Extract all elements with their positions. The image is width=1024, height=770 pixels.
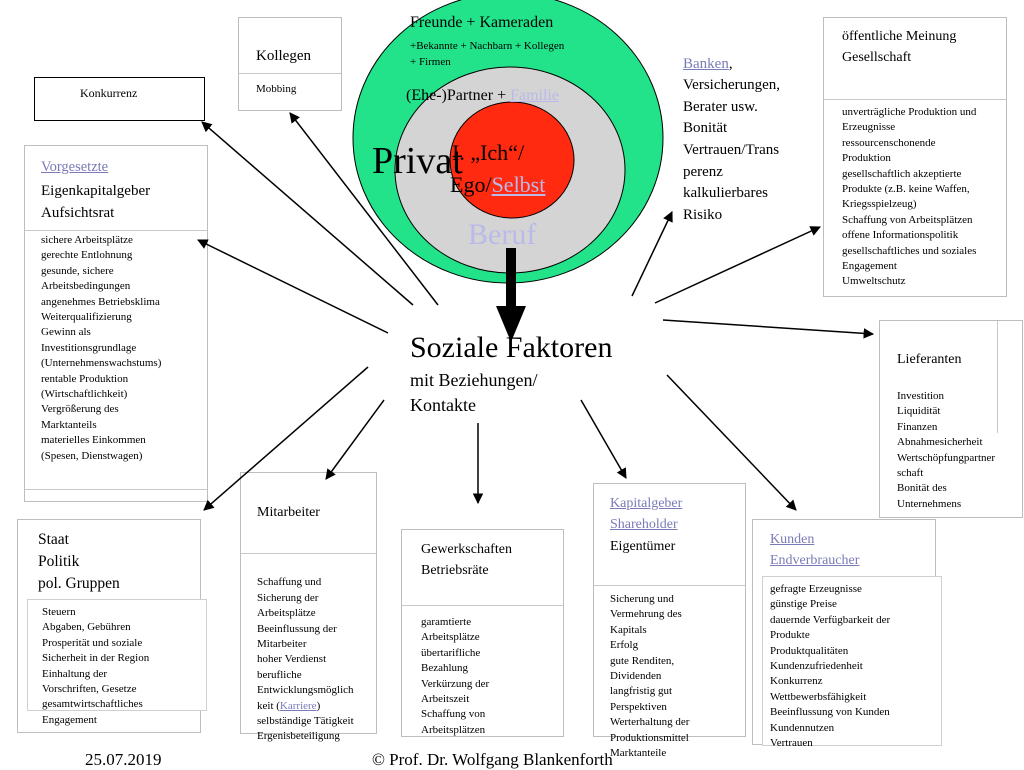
banken-rest: , Versicherungen, Berater usw. Bonität V… [683, 55, 781, 223]
oeffentlich-box [823, 17, 1007, 297]
kunden-link[interactable]: Kunden Endverbraucher [770, 532, 860, 568]
arrow-to-konkurrenz [201, 121, 414, 306]
gewerkschaften-divider [402, 605, 563, 606]
hub-subtitle: mit Beziehungen/ Kontakte [410, 370, 538, 415]
kollegen-box [238, 17, 342, 111]
kunden-inner-box [762, 576, 942, 746]
kollegen-title: Kollegen [256, 48, 311, 64]
core-circle-self [449, 101, 575, 219]
lieferanten-vline [997, 321, 998, 433]
gewerkschaften-box [401, 529, 564, 737]
lieferanten-box [879, 320, 1023, 518]
arrow-to-banken [631, 211, 673, 297]
vorgesetzte-body: sichere Arbeitsplätze gerechte Entlohnun… [41, 234, 162, 462]
staat-body: Steuern Abgaben, Gebühren Prosperität un… [42, 606, 150, 726]
kunden-body: gefragte Erzeugnisse günstige Preise dau… [770, 583, 891, 750]
beruf-label: Beruf [468, 218, 537, 251]
core-label-line1: I. „Ich“/ [452, 140, 525, 165]
selbst-link[interactable]: Selbst [491, 172, 546, 197]
familie-link[interactable]: Familie [510, 87, 559, 104]
mitarbeiter-body-a: Schaffung und Sicherung der Arbeitsplätz… [257, 576, 354, 712]
konkurrenz-box [34, 77, 205, 121]
gewerkschaften-body: garamtierte Arbeitsplätze übertarifliche… [421, 616, 490, 736]
kollegen-divider [239, 73, 341, 74]
kapitalgeber-divider [594, 585, 745, 586]
gewerkschaften-title: Gewerkschaften Betriebsräte [421, 542, 512, 578]
arrow-to-kunden [666, 374, 797, 511]
kapitalgeber-title: Eigentümer [610, 539, 676, 554]
konkurrenz-label: Konkurrenz [80, 86, 138, 100]
arrow-to-kollegen [289, 112, 439, 306]
ring-middle-label: (Ehe-)Partner + Familie [406, 86, 559, 106]
core-label-line2: Ego/Selbst [450, 172, 545, 198]
kollegen-body: Mobbing [256, 83, 297, 95]
oeffentlich-body: unverträgliche Produktion und Erzeugniss… [842, 106, 977, 288]
arrow-to-vorgesetzte [197, 239, 389, 334]
arrow-to-staat [203, 366, 369, 511]
oeffentlich-divider [824, 99, 1006, 100]
staat-title: Staat Politik pol. Gruppen [38, 531, 120, 592]
mitarbeiter-box [240, 472, 377, 734]
footer-date: 25.07.2019 [85, 750, 162, 769]
arrow-to-oeffentlich [654, 226, 821, 304]
ring-outer-sublabel: +Bekannte + Nachbarn + Kollegen + Firmen [410, 40, 565, 68]
footer-author: © Prof. Dr. Wolfgang Blankenforth [372, 750, 613, 769]
mitarbeiter-body-b: ) selbständige Tätigkeit Ergenisbeteilig… [257, 699, 354, 743]
vorgesetzte-divider [25, 230, 207, 231]
privat-label: Privat [372, 140, 463, 182]
kapitalgeber-box [593, 483, 746, 737]
banken-text: Banken, Versicherungen, Berater usw. Bon… [683, 32, 780, 226]
vorgesetzte-bottom-divider [25, 489, 207, 490]
beruf-thick-arrow-head [496, 306, 526, 342]
arrow-to-mitarbeiter [325, 399, 385, 480]
vorgesetzte-title: Eigenkapitalgeber Aufsichtsrat [41, 183, 151, 221]
lieferanten-title: Lieferanten [897, 352, 962, 367]
mitarbeiter-divider [241, 553, 376, 554]
kapitalgeber-link[interactable]: Kapitalgeber Shareholder [610, 496, 683, 532]
oeffentlich-title: öffentliche Meinung Gesellschaft [842, 29, 957, 65]
arrow-to-lieferanten [662, 319, 875, 339]
staat-inner-box [27, 599, 207, 711]
vorgesetzte-box [24, 145, 208, 502]
karriere-link[interactable]: Karriere [279, 699, 317, 712]
partner-text: (Ehe-)Partner + [406, 87, 511, 104]
vorgesetzte-link[interactable]: Vorgesetzte [41, 159, 109, 175]
ego-text: Ego/ [450, 172, 492, 197]
mitarbeiter-body: Schaffung und Sicherung der Arbeitsplätz… [257, 560, 354, 745]
arrow-to-kapitalgeber [580, 399, 627, 479]
ring-outer-label: Freunde + Kameraden [410, 14, 554, 31]
mitarbeiter-title: Mitarbeiter [257, 505, 320, 520]
banken-link[interactable]: Banken [683, 55, 729, 72]
lieferanten-body: Investition Liquidität Finanzen Abnahmes… [897, 390, 996, 510]
beruf-thick-arrow-shaft [506, 248, 516, 312]
kapitalgeber-body: Sicherung und Vermehrung des Kapitals Er… [610, 593, 690, 760]
